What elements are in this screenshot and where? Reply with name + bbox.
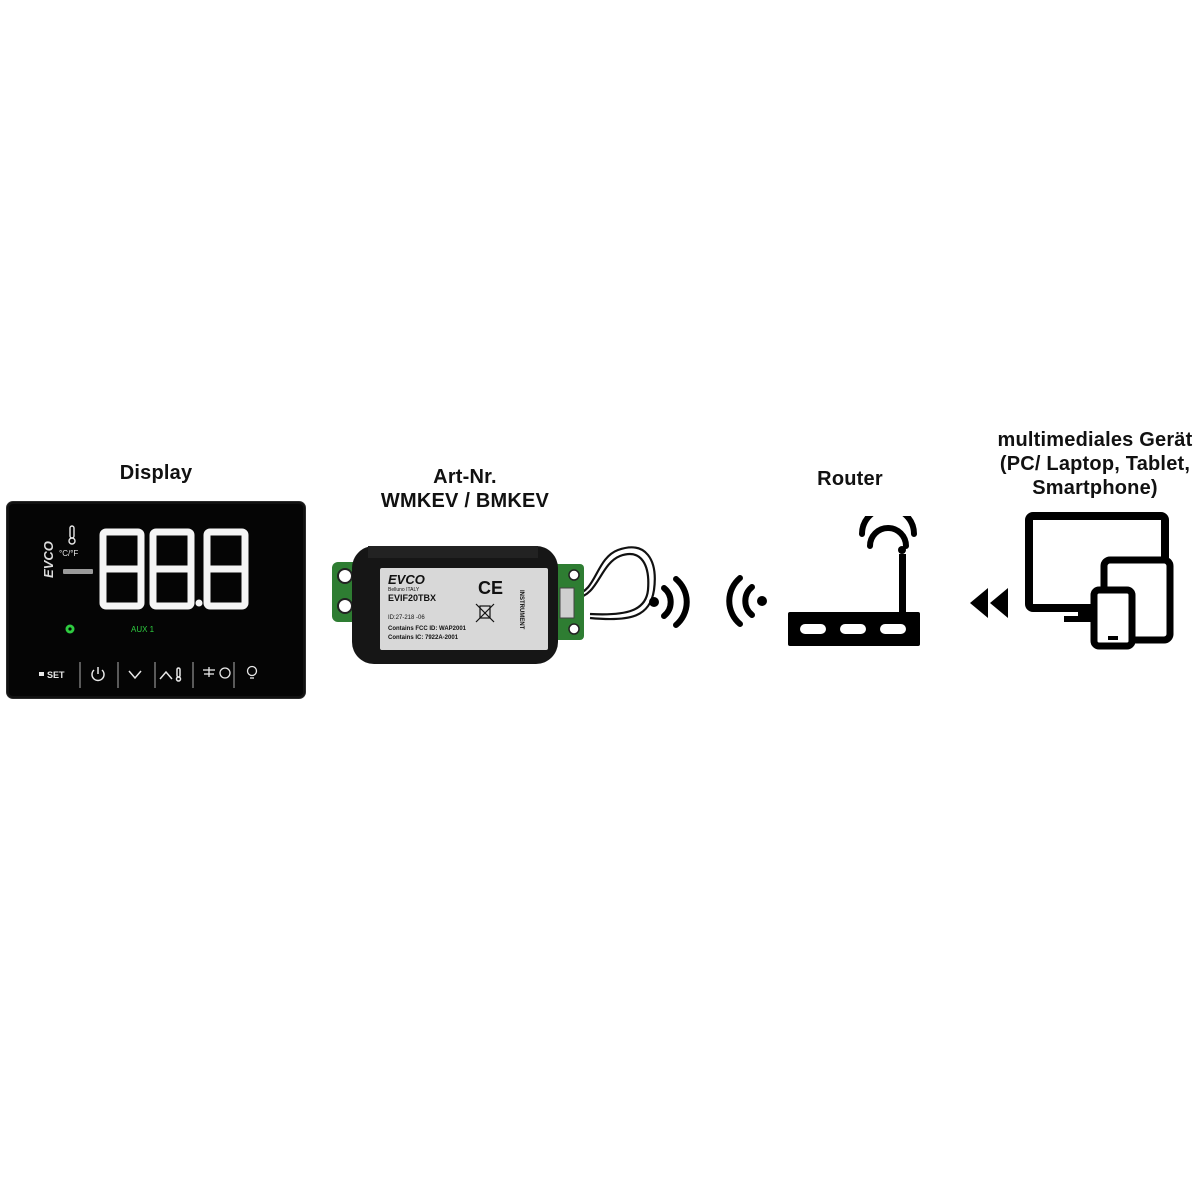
wifi-module: EVCO Belluno ITALY EVIF20TBX ID:27-218 -… [328, 538, 660, 666]
mounting-tab-right [550, 564, 584, 640]
display-panel: EVCO °C/°F AUX 1 [6, 501, 306, 699]
module-tagline: Belluno ITALY [388, 587, 420, 593]
display-brand: EVCO [41, 541, 56, 578]
wifi-waves-in-icon [726, 575, 767, 627]
segment-readout [99, 528, 249, 610]
devices-icon [1025, 512, 1174, 650]
drop-icon[interactable] [219, 667, 231, 679]
module-id: ID:27-218 -06 [388, 615, 425, 621]
module-fcc: Contains FCC ID: WAP2001 [388, 626, 467, 632]
device-label: multimediales Gerät (PC/ Laptop, Tablet,… [997, 429, 1193, 499]
ce-mark: CE [478, 578, 503, 598]
lock-set-button[interactable]: SET [39, 670, 65, 680]
defrost-icon[interactable] [203, 667, 215, 677]
weee-bin-icon [475, 603, 495, 623]
aux-label: AUX 1 [131, 625, 155, 634]
router-icon [788, 516, 920, 646]
minus-segment [63, 569, 93, 574]
button-row [79, 662, 235, 688]
router-label: Router [817, 468, 883, 490]
light-bulb-icon[interactable] [246, 665, 258, 679]
set-button-label: SET [47, 670, 65, 680]
decimal-point [195, 599, 203, 607]
module-cable [575, 546, 656, 621]
power-icon[interactable] [91, 667, 105, 682]
module-side-text: INSTRUMENT [518, 590, 524, 630]
module-label: Art-Nr. WMKEV / BMKEV [380, 466, 550, 512]
module-model: EVIF20TBX [388, 593, 436, 603]
double-arrow-left-icon [970, 588, 1008, 618]
fan-icon [65, 624, 75, 634]
module-ic: Contains IC: 7922A-2001 [388, 635, 459, 641]
display-unit: °C/°F [59, 549, 78, 558]
wifi-waves-out-icon [649, 576, 690, 628]
display-label: Display [119, 462, 193, 484]
module-brand: EVCO [388, 572, 425, 587]
chevron-down-icon[interactable] [128, 670, 142, 680]
chevron-up-thermo-icon[interactable] [159, 667, 182, 682]
module-sticker [380, 568, 548, 650]
thermometer-icon [68, 525, 76, 545]
